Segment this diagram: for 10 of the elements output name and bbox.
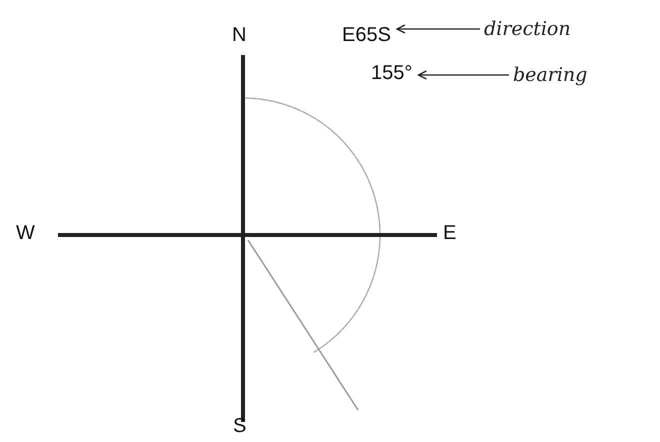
arrow <box>418 70 509 80</box>
annotation-note: direction <box>484 18 571 40</box>
direction-text: E65S <box>342 24 391 47</box>
bearing-text: 155° <box>371 62 412 85</box>
compass-point-label: W <box>16 222 35 245</box>
arrow <box>396 24 480 34</box>
compass-point-label: E <box>443 222 456 245</box>
annotation-note: bearing <box>513 64 588 86</box>
compass-point-label: S <box>233 415 246 438</box>
compass-point-label: N <box>232 24 246 47</box>
